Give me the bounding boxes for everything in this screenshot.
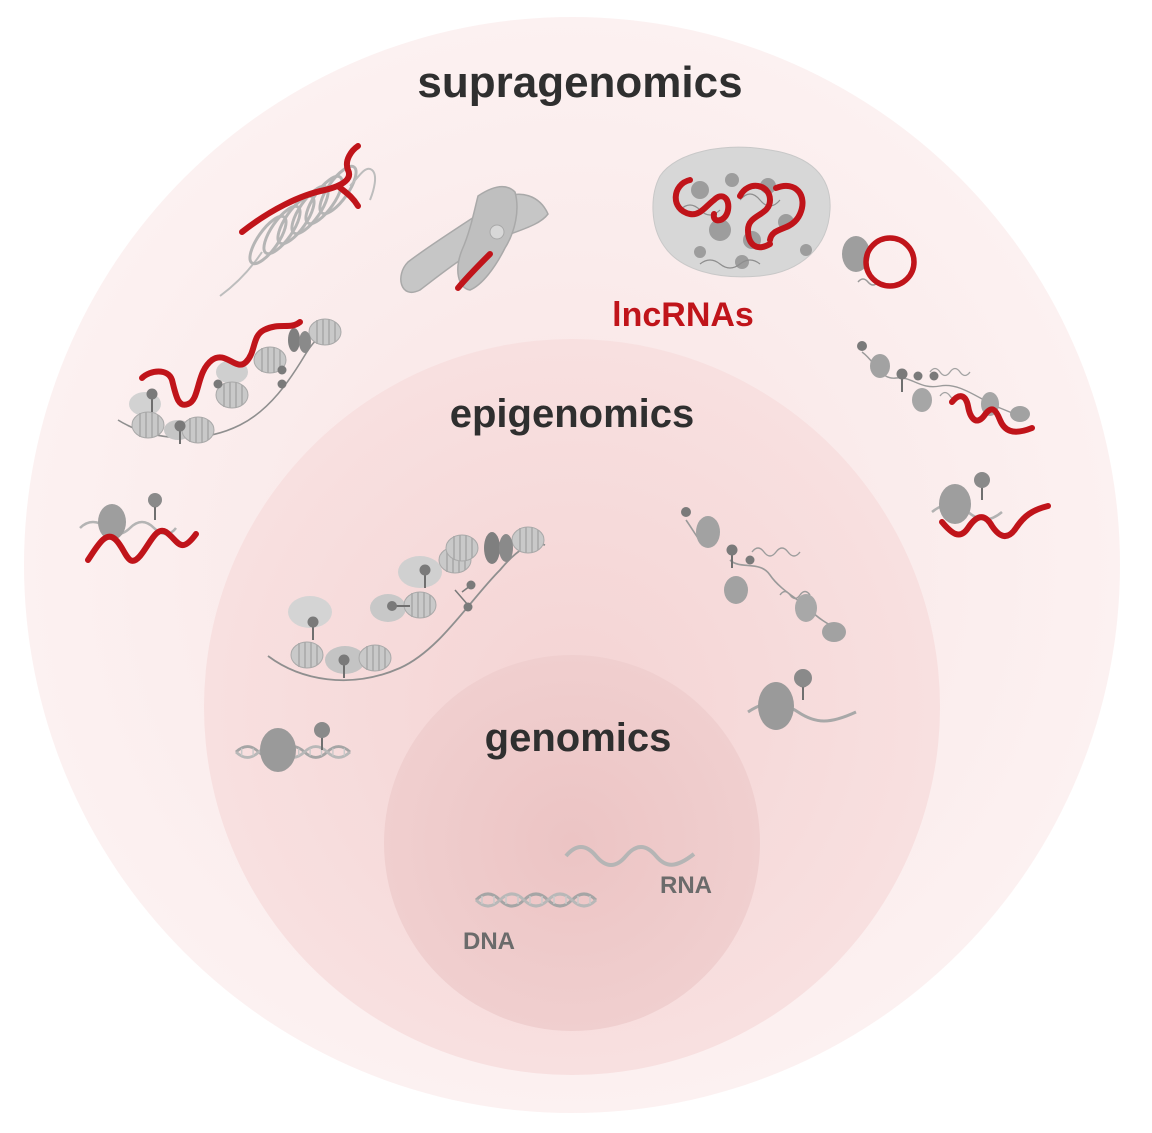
open-chromatin-lncrna-icon: [857, 341, 1035, 435]
nucleosome-lncrna-icon: [79, 493, 199, 564]
chromatin-fiber-icon: [267, 526, 546, 682]
nucleosome-lncrna-right-icon: [931, 472, 1051, 539]
chromatin-fiber-lncrna-icon: [117, 318, 342, 445]
rna-label: RNA: [660, 872, 712, 899]
nuclear-condensate-lncrna-icon: [652, 146, 831, 278]
supragenomics-label: supragenomics: [417, 58, 743, 107]
epigenomics-label: epigenomics: [449, 392, 695, 436]
genomics-circle: [384, 655, 760, 1031]
chromosome-lncrna-icon: [400, 186, 549, 293]
circular-lncrna-icon: [842, 235, 917, 289]
lncrnas-label: lncRNAs: [612, 296, 754, 334]
open-chromatin-icon: [681, 507, 846, 642]
genomics-label: genomics: [484, 716, 672, 760]
nucleosome-dna-icon: [234, 722, 352, 772]
nucleosome-rna-icon: [747, 669, 857, 730]
rna-icon: [564, 845, 696, 867]
coiled-chromatin-lncrna-icon: [219, 143, 377, 297]
dna-label: DNA: [463, 928, 515, 955]
